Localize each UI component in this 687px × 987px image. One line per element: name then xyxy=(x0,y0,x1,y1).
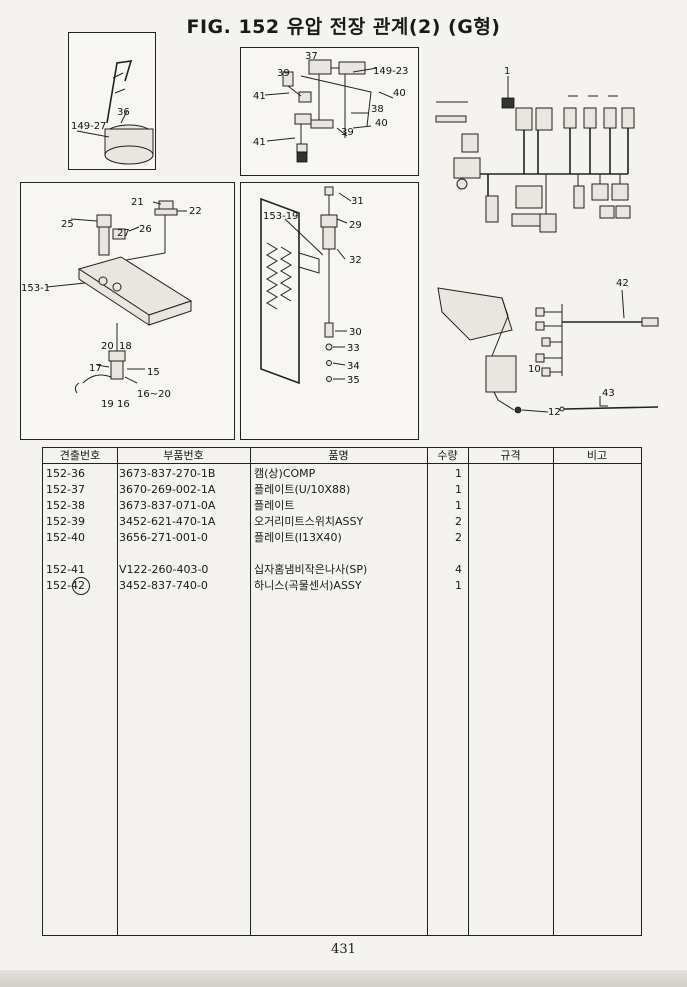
table-header: 견출번호 부품번호 품명 수량 규격 비고 xyxy=(43,448,641,464)
part-name: 캠(상)COMP xyxy=(254,467,316,480)
quantity: 4 xyxy=(455,563,462,576)
header-cell: 비고 xyxy=(586,449,608,462)
ref-number: 152-39 xyxy=(46,515,85,528)
table-row: 152-42 3452-837-740-0 하니스(곡물센서)ASSY 1 xyxy=(43,577,641,595)
quantity: 2 xyxy=(455,531,462,544)
header-cell: 품명 xyxy=(328,449,349,462)
ref-number: 152-41 xyxy=(46,563,85,576)
quantity: 1 xyxy=(455,467,462,480)
header-cell: 견출번호 xyxy=(59,449,101,462)
part-number: V122-260-403-0 xyxy=(119,563,209,576)
callout: 21 xyxy=(131,197,144,208)
header-cell: 부품번호 xyxy=(163,449,204,462)
callout: 153-19 xyxy=(263,211,298,222)
figure-sensor-bracket: 31 153-19 29 32 30 33 34 35 xyxy=(240,182,419,440)
callout: 31 xyxy=(351,196,364,207)
callout: 12 xyxy=(548,407,561,418)
callout: 20 xyxy=(101,341,114,352)
callout: 10 xyxy=(528,364,541,375)
quantity: 1 xyxy=(455,499,462,512)
callout: 29 xyxy=(349,220,362,231)
callout: 18 xyxy=(119,341,132,352)
header-cell: 수량 xyxy=(437,449,458,462)
callout: 34 xyxy=(347,361,360,372)
part-name: 오거리미트스위치ASSY xyxy=(254,515,364,528)
scan-edge xyxy=(0,970,687,987)
callout: 35 xyxy=(347,375,360,386)
callout: 33 xyxy=(347,343,360,354)
page-title: FIG. 152 유압 전장 관계(2) (G형) xyxy=(186,16,501,38)
table-row: 152-36 3673-837-270-1B 캠(상)COMP 1 xyxy=(43,466,641,482)
callout: 27 xyxy=(117,228,130,239)
part-number: 3673-837-270-1B xyxy=(119,467,216,480)
callout: 15 xyxy=(147,367,160,378)
quantity: 1 xyxy=(455,483,462,496)
part-number: 3452-621-470-1A xyxy=(119,515,216,528)
callout: 26 xyxy=(139,224,152,235)
table-row: 152-39 3452-621-470-1A 오거리미트스위치ASSY 2 xyxy=(43,514,641,530)
figure-limit-switch: 37 39 149-23 40 41 38 40 41 39 xyxy=(240,47,419,176)
part-number: 3656-271-001-0 xyxy=(119,531,208,544)
callout: 16~20 xyxy=(137,389,171,400)
page-number: 431 xyxy=(331,942,356,957)
callout: 153-1 xyxy=(21,283,50,294)
callout: 39 xyxy=(277,68,290,79)
part-name: 플레이트(U/10X88) xyxy=(254,483,351,496)
callout: 36 xyxy=(117,107,130,118)
callout: 43 xyxy=(602,388,615,399)
plate-assembly-drawing: 21 22 25 27 26 153-1 20 18 17 15 16~20 1… xyxy=(21,197,202,410)
table-row: 152-37 3670-269-002-1A 플레이트(U/10X88) 1 xyxy=(43,482,641,498)
callout: 149-27 xyxy=(71,121,106,132)
table-row: 152-40 3656-271-001-0 플레이트(I13X40) 2 xyxy=(43,530,641,546)
ref-number: 152-36 xyxy=(46,467,85,480)
callout: 25 xyxy=(61,219,74,230)
ref-number: 152-42 xyxy=(46,579,85,592)
callout: 41 xyxy=(253,91,266,102)
limit-switch-drawing: 37 39 149-23 40 41 38 40 41 39 xyxy=(253,51,408,163)
cam-drawing: 36 149-27 xyxy=(71,60,154,165)
highlight-circle xyxy=(72,577,90,595)
figure-cam: 36 149-27 xyxy=(68,32,156,170)
callout: 40 xyxy=(375,118,388,129)
callout: 1 xyxy=(504,66,510,77)
callout: 16 xyxy=(117,399,130,410)
part-number: 3670-269-002-1A xyxy=(119,483,216,496)
figure-plate-assembly: 21 22 25 27 26 153-1 20 18 17 15 16~20 1… xyxy=(20,182,235,440)
callout: 40 xyxy=(393,88,406,99)
callout: 149-23 xyxy=(373,66,408,77)
callout: 38 xyxy=(371,104,384,115)
part-name: 십자홈냄비작은나사(SP) xyxy=(254,563,368,576)
sensor-bracket-drawing: 31 153-19 29 32 30 33 34 35 xyxy=(260,186,364,386)
callout: 32 xyxy=(349,255,362,266)
callout: 37 xyxy=(305,51,318,62)
ref-number: 152-37 xyxy=(46,483,85,496)
figure-grain-sensor-harness: 12 10 42 43 xyxy=(437,278,659,418)
header-cell: 규격 xyxy=(500,449,521,462)
ref-number: 152-40 xyxy=(46,531,85,544)
quantity: 2 xyxy=(455,515,462,528)
part-name: 플레이트 xyxy=(254,499,295,512)
table-row: 152-41 V122-260-403-0 십자홈냄비작은나사(SP) 4 xyxy=(43,562,641,578)
parts-table: 견출번호 부품번호 품명 수량 규격 비고 152-36 3673-837-27… xyxy=(42,447,642,936)
ref-number: 152-38 xyxy=(46,499,85,512)
part-number: 3452-837-740-0 xyxy=(119,579,208,592)
part-name: 하니스(곡물센서)ASSY xyxy=(254,579,362,592)
figure-wiring-schematic: 1 xyxy=(435,66,635,233)
callout: 42 xyxy=(616,278,629,289)
quantity: 1 xyxy=(455,579,462,592)
table-row: 152-38 3673-837-071-0A 플레이트 1 xyxy=(43,498,641,514)
part-name: 플레이트(I13X40) xyxy=(254,531,342,544)
callout: 39 xyxy=(341,127,354,138)
callout: 19 xyxy=(101,399,114,410)
callout: 22 xyxy=(189,206,202,217)
callout: 30 xyxy=(349,327,362,338)
part-number: 3673-837-071-0A xyxy=(119,499,216,512)
callout: 41 xyxy=(253,137,266,148)
callout: 17 xyxy=(89,363,102,374)
